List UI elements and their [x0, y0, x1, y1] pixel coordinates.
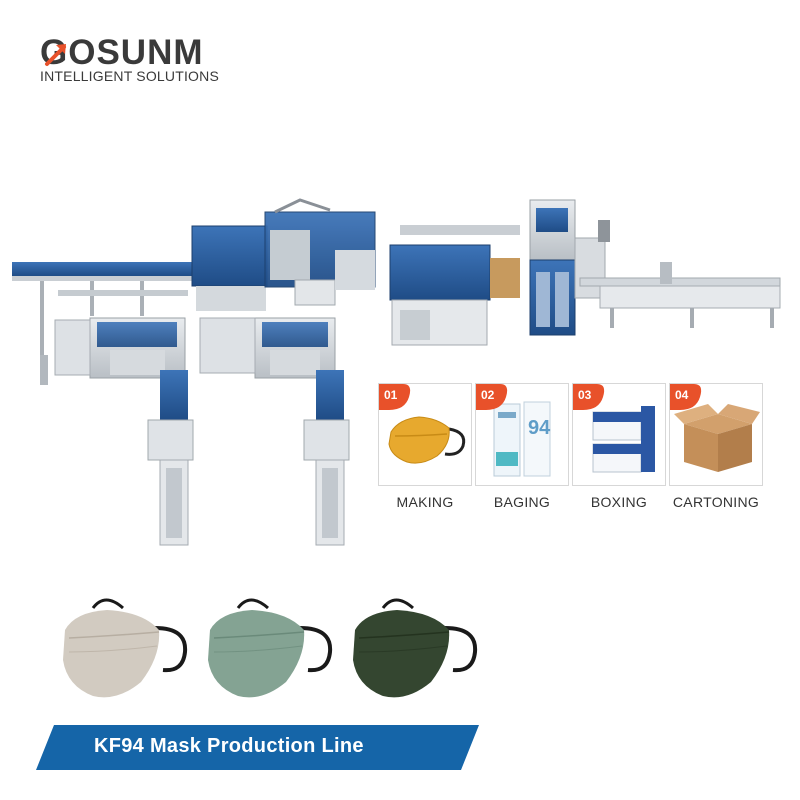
step-card: 01	[378, 383, 472, 486]
central-main-machine	[191, 198, 376, 311]
step-boxing: 03 BOXING	[572, 383, 666, 513]
step-badge	[573, 384, 605, 410]
yellow-mask-icon	[388, 416, 466, 464]
banner-title: KF94 Mask Production Line	[94, 735, 364, 757]
brand-name: GOSUNM	[40, 33, 204, 72]
step-label: BAGING	[493, 494, 551, 510]
step-badge	[670, 384, 702, 410]
carton-icon	[674, 404, 760, 472]
banner-background	[36, 725, 479, 770]
brand-logo: GOSUNM INTELLIGENT SOLUTIONS	[40, 33, 240, 85]
step-number: 03	[578, 388, 592, 402]
mask-machine-left-2	[199, 317, 336, 379]
mask-samples	[63, 598, 478, 698]
vertical-unit-2	[303, 370, 350, 546]
svg-text:94: 94	[528, 417, 551, 439]
step-number: 01	[384, 388, 398, 402]
step-cartoning: 04 CARTONING	[669, 383, 763, 513]
mask-bag-icon: 94	[493, 401, 551, 477]
feed-conveyor	[12, 262, 192, 356]
olive-mask-icon	[353, 598, 478, 698]
step-number: 02	[481, 388, 495, 402]
step-badge	[379, 384, 411, 410]
step-number: 04	[675, 388, 689, 402]
sage-mask-icon	[208, 598, 333, 698]
beige-mask-icon	[63, 598, 188, 698]
step-label: CARTONING	[672, 494, 760, 510]
step-label: MAKING	[396, 494, 454, 510]
title-banner: KF94 Mask Production Line	[36, 725, 479, 770]
step-label: BOXING	[590, 494, 648, 510]
production-line-illustration	[12, 198, 781, 546]
step-card: 94 02	[475, 383, 569, 486]
logo-arrow-icon	[45, 44, 66, 66]
step-badge	[476, 384, 508, 410]
vertical-unit-1	[147, 370, 194, 546]
step-card: 03	[572, 383, 666, 486]
brand-tagline: INTELLIGENT SOLUTIONS	[40, 68, 219, 84]
step-bagging: 94 02 BAGING	[475, 383, 569, 513]
mask-box-icon	[592, 406, 655, 473]
carton-conveyor	[579, 262, 781, 328]
process-steps: 01 MAKING 94 02 BAGING	[378, 383, 764, 513]
mask-machine-left-1	[40, 317, 186, 385]
bagging-machine	[389, 225, 520, 346]
step-card: 04	[669, 383, 763, 486]
step-making: 01 MAKING	[378, 383, 472, 513]
boxing-tower	[529, 199, 610, 336]
